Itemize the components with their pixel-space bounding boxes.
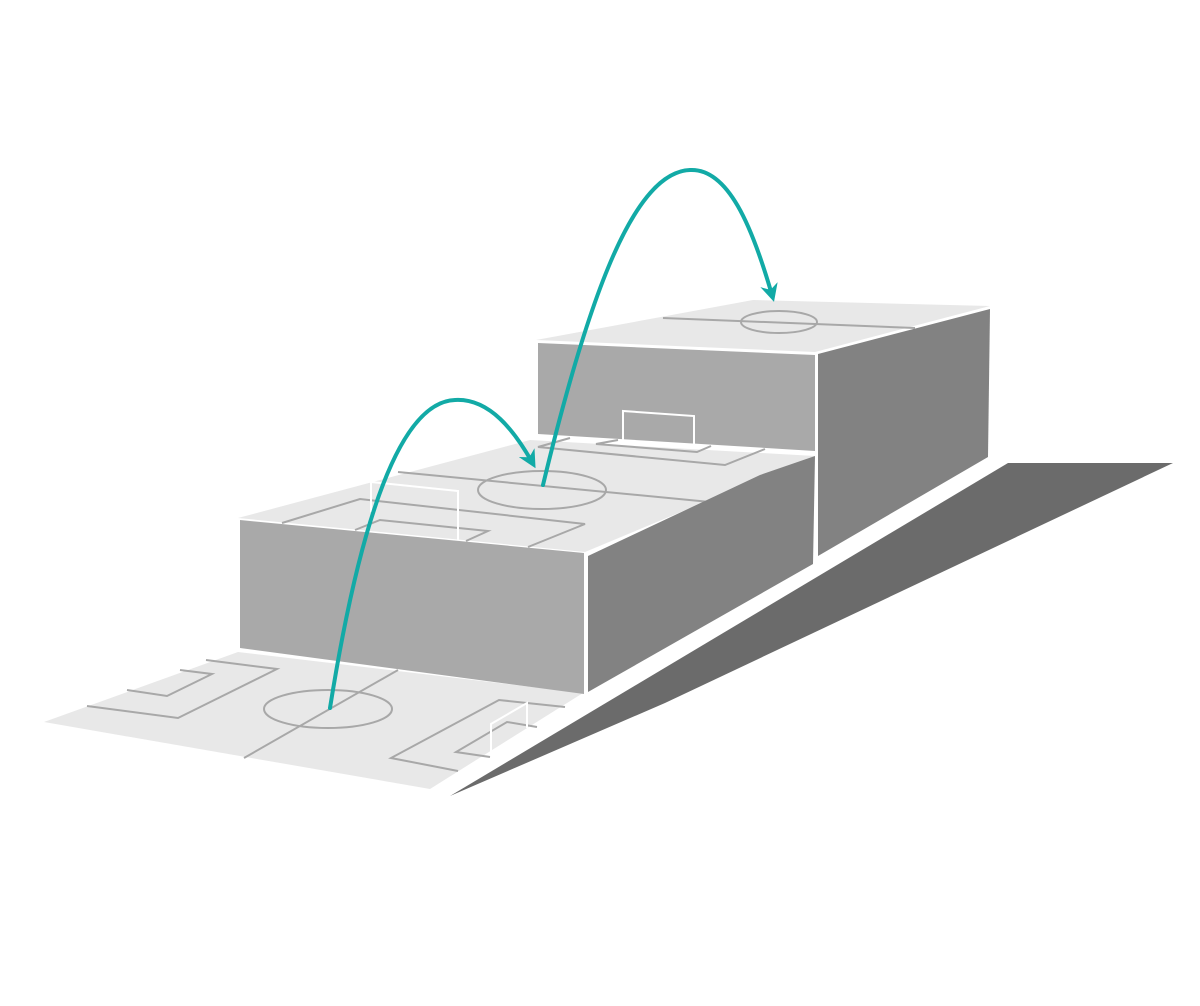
middle-block-front <box>240 520 584 694</box>
top-goal-area <box>595 439 712 454</box>
middle-block-top <box>238 440 815 552</box>
arc-middle-to-top <box>541 167 778 487</box>
middle-block-side <box>588 456 815 692</box>
top-halfway-line <box>662 317 916 329</box>
top-center-circle <box>740 310 818 334</box>
goal-area-left <box>126 669 216 698</box>
goal-frame-right <box>490 701 528 752</box>
middle-goal-frame <box>370 480 459 540</box>
middle-center-circle <box>477 470 607 510</box>
ground-pitch <box>44 652 583 789</box>
top-block <box>536 300 990 556</box>
top-block-top <box>536 300 990 352</box>
middle-block <box>238 440 815 694</box>
halfway-line <box>243 669 399 759</box>
arc-ground-to-middle <box>328 397 536 710</box>
middle-penalty-box <box>281 497 586 548</box>
ground-pitch-surface <box>44 652 583 789</box>
floor-shadow <box>450 463 1173 796</box>
penalty-box-right <box>388 698 566 772</box>
top-block-side <box>818 309 990 556</box>
goal-area-right <box>453 720 538 758</box>
top-goal-frame <box>622 409 695 447</box>
center-circle <box>263 689 393 729</box>
middle-halfway-line <box>397 471 711 503</box>
top-block-front <box>538 343 815 451</box>
penalty-box-left <box>86 659 281 720</box>
